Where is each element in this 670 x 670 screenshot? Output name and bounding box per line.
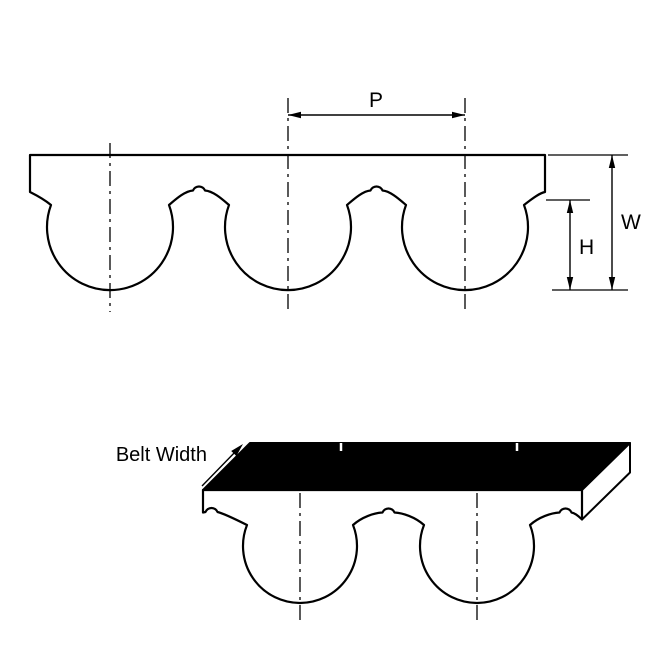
width-arrow-top (608, 155, 616, 168)
pitch-dimension: P (288, 89, 465, 119)
belt-3d-view: Belt Width (116, 442, 631, 622)
pitch-arrow-right (452, 111, 465, 119)
tooth-height-dimension: H (546, 199, 594, 290)
belt-width-arrowhead (231, 444, 243, 456)
belt-width-callout: Belt Width (116, 444, 243, 487)
belt-cross-section-view: P W H (28, 89, 641, 312)
pitch-label: P (369, 89, 383, 112)
belt-front-profile (201, 488, 584, 605)
width-arrow-bottom (608, 277, 616, 290)
height-arrow-bottom (566, 277, 574, 290)
belt-top-face (202, 442, 631, 491)
belt-width-arrow-line (201, 448, 239, 487)
pitch-arrow-left (288, 111, 301, 119)
height-arrow-top (566, 200, 574, 213)
overall-width-label: W (621, 211, 641, 234)
belt-width-label: Belt Width (116, 444, 207, 466)
overall-width-dimension: W (548, 154, 641, 291)
tooth-height-label: H (579, 236, 594, 259)
